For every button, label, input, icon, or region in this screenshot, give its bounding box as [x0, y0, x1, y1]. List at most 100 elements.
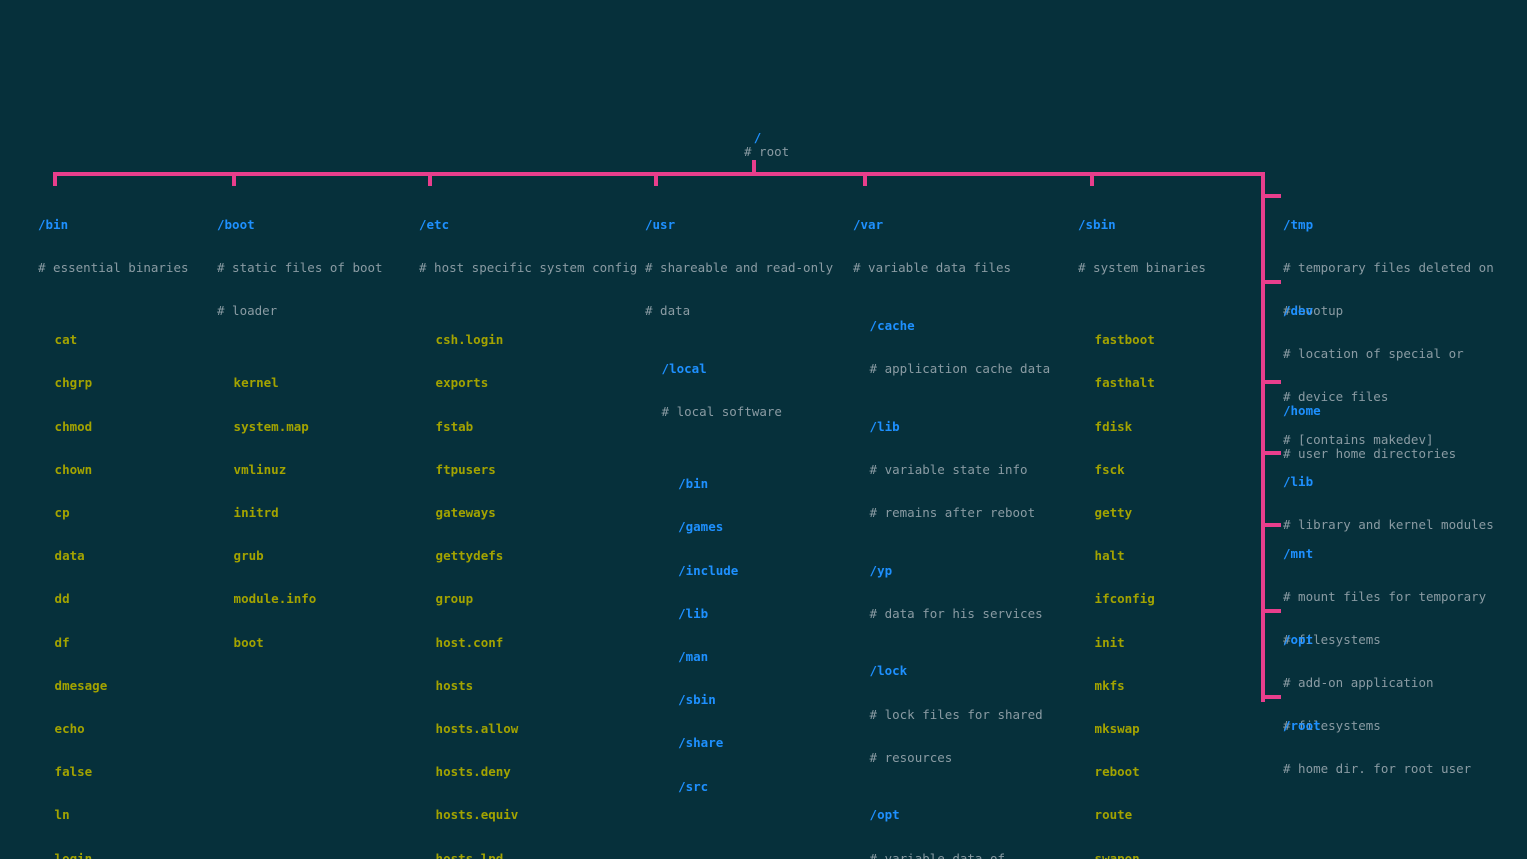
connector-stub-tmp	[1261, 194, 1281, 198]
root-node: / # root	[744, 130, 790, 160]
connector-stub-mnt	[1261, 523, 1281, 527]
list-item: module.info	[233, 591, 317, 607]
tmp-label: /tmp	[1283, 216, 1314, 232]
dev-comment: # [contains makedev]	[1283, 432, 1434, 448]
connector-stub-var	[863, 172, 867, 186]
list-item: mkfs	[1094, 677, 1125, 693]
branch-bin: /bin # essential binaries cat chgrp chmo…	[38, 189, 189, 859]
mnt-comment: # filesystems	[1283, 632, 1381, 648]
list-item: cp	[54, 504, 70, 520]
dev-comment: # device files	[1283, 389, 1389, 405]
root-dir-label: /root	[1283, 717, 1321, 733]
list-item: hosts	[435, 677, 474, 693]
var-lib-comment: # remains after reboot	[869, 504, 1036, 520]
connector-stub-bin	[53, 172, 57, 186]
branch-sbin: /sbin # system binaries fastboot fasthal…	[1078, 189, 1206, 859]
branch-tmp: /tmp # temporary files deleted on # boot…	[1283, 189, 1494, 347]
connector-root-stem	[752, 160, 756, 174]
connector-main-bus	[53, 172, 1265, 176]
connector-stub-opt	[1261, 609, 1281, 613]
list-item: login	[54, 850, 93, 859]
list-item: hosts.allow	[435, 721, 519, 737]
list-item: swapon	[1094, 850, 1140, 859]
list-item: halt	[1094, 548, 1125, 564]
connector-stub-home	[1261, 380, 1281, 384]
list-item: /man	[678, 649, 709, 664]
list-item: getty	[1094, 504, 1133, 520]
list-item: gettydefs	[435, 548, 504, 564]
bin-file-list: cat chgrp chmod chown cp data dd df dmes…	[38, 304, 189, 859]
boot-label: /boot	[217, 216, 255, 232]
usr-local-label: /local	[661, 360, 707, 376]
connector-stub-root	[1261, 695, 1281, 699]
list-item: ftpusers	[435, 461, 496, 477]
etc-file-list: csh.login exports fstab ftpusers gateway…	[419, 304, 637, 859]
list-item: /include	[678, 562, 739, 578]
list-item: vmlinuz	[233, 461, 287, 477]
usr-comment: # shareable and read-only	[645, 260, 834, 276]
branch-opt: /opt # add-on application # filesystems	[1283, 604, 1434, 762]
list-item: /lib	[678, 605, 709, 621]
branch-usr: /usr # shareable and read-only # data /l…	[645, 189, 850, 859]
lib-comment: # library and kernel modules	[1283, 517, 1494, 533]
branch-boot: /boot # static files of boot # loader ke…	[217, 189, 383, 708]
list-item: fstab	[435, 418, 474, 434]
tmp-comment: # bootup	[1283, 303, 1344, 319]
list-item: fastboot	[1094, 332, 1155, 348]
branch-home: /home # user home directories	[1283, 375, 1456, 490]
list-item: hosts.equiv	[435, 807, 519, 823]
list-item: boot	[233, 634, 264, 650]
list-item: grub	[233, 548, 264, 564]
list-item: ln	[54, 807, 70, 823]
tmp-comment: # temporary files deleted on	[1283, 260, 1494, 276]
root-dir-comment: # home dir. for root user	[1283, 761, 1472, 777]
usr-comment: # data	[645, 303, 691, 319]
home-comment: # user home directories	[1283, 446, 1457, 462]
usr-local-comment: # local software	[661, 404, 782, 420]
opt-label: /opt	[1283, 631, 1314, 647]
var-comment: # variable data files	[853, 260, 1012, 276]
connector-stub-lib	[1261, 451, 1281, 455]
list-item: false	[54, 764, 93, 780]
list-item: csh.login	[435, 332, 504, 348]
root-comment: # root	[744, 144, 790, 160]
branch-mnt: /mnt # mount files for temporary # files…	[1283, 518, 1486, 676]
var-cache-comment: # application cache data	[869, 360, 1051, 376]
list-item: data	[54, 548, 85, 564]
list-item: df	[54, 634, 70, 650]
list-item: route	[1094, 807, 1133, 823]
list-item: init	[1094, 634, 1125, 650]
list-item: hosts.deny	[435, 764, 511, 780]
sbin-file-list: fastboot fasthalt fdisk fsck getty halt …	[1078, 304, 1206, 859]
usr-label: /usr	[645, 216, 676, 232]
connector-stub-usr	[654, 172, 658, 186]
connector-stub-etc	[428, 172, 432, 186]
root-label: /	[753, 130, 762, 145]
list-item: dd	[54, 591, 70, 607]
var-yp-label: /yp	[869, 562, 893, 578]
list-item: mkswap	[1094, 721, 1140, 737]
list-item: exports	[435, 375, 489, 391]
var-opt-comment: # variable data of	[869, 850, 1006, 859]
usr-local-children: /bin /games /include /lib /man /sbin /sh…	[645, 448, 850, 823]
bin-label: /bin	[38, 216, 69, 232]
mnt-label: /mnt	[1283, 545, 1314, 561]
branch-var: /var # variable data files /cache # appl…	[853, 189, 1065, 859]
branch-root-dir: /root # home dir. for root user	[1283, 690, 1471, 805]
var-cache-label: /cache	[869, 317, 915, 333]
var-lib-comment: # variable state info	[869, 461, 1028, 477]
var-label: /var	[853, 216, 884, 232]
list-item: chgrp	[54, 375, 93, 391]
var-opt-label: /opt	[869, 807, 900, 823]
connector-stub-dev	[1261, 280, 1281, 284]
list-item: /sbin	[678, 692, 716, 708]
dev-comment: # location of special or	[1283, 346, 1464, 362]
list-item: /share	[678, 735, 724, 751]
var-lock-comment: # lock files for shared	[869, 706, 1043, 722]
list-item: hosts.lpd	[435, 850, 504, 859]
list-item: initrd	[233, 504, 279, 520]
sbin-label: /sbin	[1078, 216, 1116, 232]
var-yp-comment: # data for his services	[869, 605, 1043, 621]
list-item: fdisk	[1094, 418, 1133, 434]
